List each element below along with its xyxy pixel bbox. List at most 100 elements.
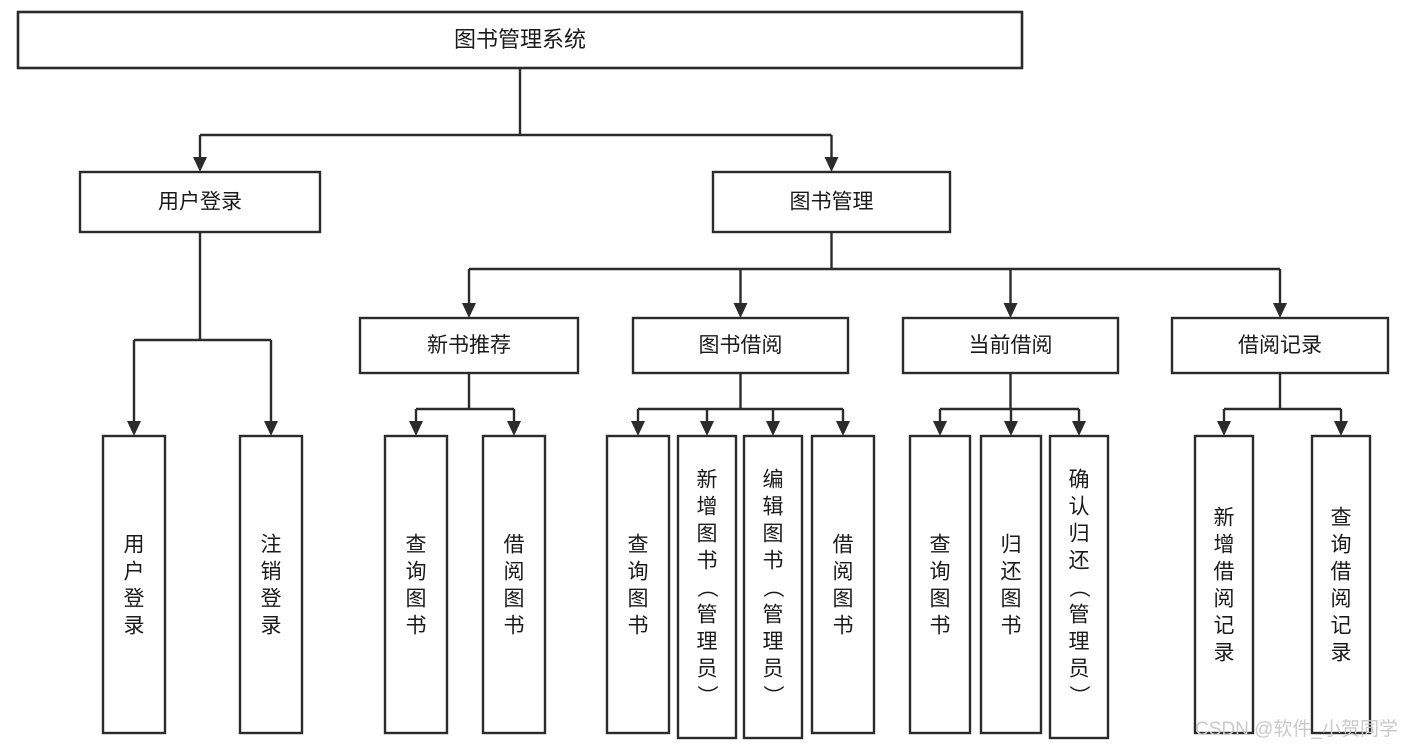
arrow-head-icon: [507, 421, 521, 436]
leaf-label-char: 查: [406, 534, 427, 557]
leaf-label-char: 录: [261, 615, 282, 638]
node-box[interactable]: [101, 434, 167, 735]
root-node-label: 图书管理系统: [454, 27, 586, 52]
leaf-label-char: （: [761, 577, 784, 598]
node-box[interactable]: [16, 10, 1024, 70]
level2-node-1[interactable]: 用户登录: [78, 170, 322, 234]
level3-node-2[interactable]: 图书借阅: [631, 316, 850, 375]
node-box[interactable]: [979, 434, 1043, 735]
node-box[interactable]: [1193, 434, 1255, 735]
leaf-label-char: 录: [1214, 642, 1235, 665]
leaf-label-char: 确: [1069, 469, 1090, 492]
leaf-label-char: 询: [930, 561, 951, 584]
node-box[interactable]: [1310, 434, 1372, 735]
arrow-head-icon: [824, 157, 839, 172]
leaf-label-char: 认: [1069, 496, 1090, 519]
leaf-label-char: 还: [1001, 561, 1022, 584]
arrow-head-icon: [933, 421, 947, 436]
node-box[interactable]: [901, 316, 1120, 375]
leaf-label-char: 阅: [1214, 588, 1235, 611]
leaf-label-char: 新: [1214, 507, 1235, 530]
node-label: 图书借阅: [699, 334, 783, 357]
leaf-label-char: 还: [1069, 550, 1090, 573]
level3-node-1[interactable]: 新书推荐: [358, 316, 580, 375]
node-box[interactable]: [238, 434, 304, 735]
leaf-label-char: 书: [930, 615, 951, 638]
leaf-label-char: 借: [833, 534, 854, 557]
leaf-label-char: 书: [763, 550, 784, 573]
leaf-label-char: 图: [628, 588, 649, 611]
node-label: 当前借阅: [969, 334, 1053, 357]
node-box[interactable]: [481, 434, 547, 735]
arrow-head-icon: [1072, 421, 1086, 436]
leaf-label-char: 书: [406, 615, 427, 638]
leaf-node-1[interactable]: 用户登录: [101, 434, 167, 735]
node-box[interactable]: [605, 434, 671, 735]
leaf-label-char: 理: [763, 631, 784, 654]
leaf-label-char: 新: [697, 469, 718, 492]
leaf-label-char: 员: [763, 658, 784, 681]
leaf-node-label: 用户登录: [124, 534, 145, 638]
level3-node-4[interactable]: 借阅记录: [1170, 316, 1390, 375]
leaf-label-char: 询: [406, 561, 427, 584]
leaf-label-char: 询: [628, 561, 649, 584]
node-box[interactable]: [908, 434, 972, 735]
leaf-label-char: 借: [1214, 561, 1235, 584]
leaf-label-char: 图: [406, 588, 427, 611]
level2-node-2[interactable]: 图书管理: [711, 170, 952, 234]
leaf-label-char: 录: [1331, 642, 1352, 665]
level3-node-3[interactable]: 当前借阅: [901, 316, 1120, 375]
arrow-head-icon: [193, 157, 207, 172]
node-box[interactable]: [358, 316, 580, 375]
arrow-head-icon: [733, 303, 748, 318]
node-box[interactable]: [1170, 316, 1390, 375]
root-node[interactable]: 图书管理系统: [16, 10, 1024, 70]
node-box[interactable]: [742, 434, 804, 740]
node-box[interactable]: [810, 434, 876, 735]
leaf-label-char: 员: [697, 658, 718, 681]
leaf-label-char: 阅: [1331, 588, 1352, 611]
leaf-label-char: 图: [930, 588, 951, 611]
node-box[interactable]: [631, 316, 850, 375]
leaf-label-char: 销: [261, 561, 282, 584]
leaf-label-char: 登: [261, 588, 282, 611]
node-layer: 用户登录图书管理新书推荐图书借阅当前借阅借阅记录图书管理系统用户登录注销登录查询…: [16, 10, 1390, 740]
leaf-label-char: 书: [504, 615, 525, 638]
arrow-head-icon: [631, 421, 645, 436]
node-label: 图书管理: [790, 191, 874, 214]
arrow-head-icon: [127, 421, 141, 436]
leaf-label-char: 管: [697, 604, 718, 627]
node-box[interactable]: [78, 170, 322, 234]
node-box[interactable]: [1048, 434, 1110, 740]
leaf-label-char: 图: [504, 588, 525, 611]
leaf-label-char: 增: [697, 496, 718, 519]
node-box[interactable]: [676, 434, 738, 740]
node-box[interactable]: [711, 170, 952, 234]
node-box[interactable]: [383, 434, 449, 735]
leaf-label-char: 注: [261, 534, 282, 557]
arrow-head-icon: [409, 421, 423, 436]
arrow-head-icon: [264, 421, 278, 436]
leaf-label-char: 借: [1331, 561, 1352, 584]
